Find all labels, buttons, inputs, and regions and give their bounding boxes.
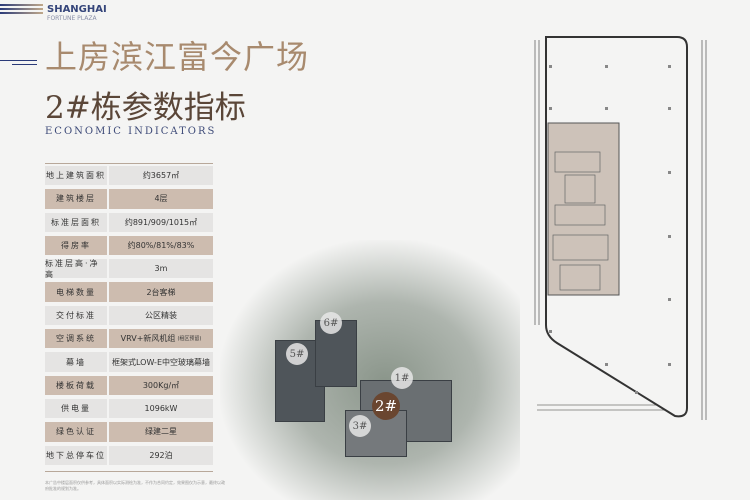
row-value: 约891/909/1015㎡	[124, 217, 198, 227]
row-value: 公区精装	[145, 310, 177, 320]
page-title: 上房滨江富今广场	[45, 38, 310, 76]
decor-line	[0, 12, 43, 14]
row-label: 供电量	[45, 398, 107, 419]
row-value-cell: 3m	[109, 259, 213, 279]
row-label: 标准层面积	[45, 212, 107, 232]
row-value: 约3657㎡	[142, 171, 180, 181]
floor-plan	[534, 36, 707, 420]
building-3-tag: 3#	[349, 415, 371, 437]
row-value: 2台客梯	[146, 287, 176, 297]
table-row: 楼板荷载 300Kg/㎡	[45, 375, 213, 395]
row-value-cell: 约3657㎡	[109, 166, 213, 186]
brand-name: SHANGHAI	[47, 4, 107, 15]
row-value-cell: 约891/909/1015㎡	[109, 212, 213, 232]
row-value-cell: 2台客梯	[109, 282, 213, 302]
row-label: 交付标准	[45, 305, 107, 326]
row-label: 建筑楼层	[45, 189, 107, 209]
row-value-cell: 292泊	[109, 445, 213, 465]
building-5-tag: 5#	[286, 343, 308, 365]
row-label: 楼板荷载	[45, 375, 107, 395]
row-value: 绿建二星	[145, 427, 177, 437]
building-1-tag: 1#	[391, 367, 413, 389]
building-2-tag: 2#	[372, 392, 400, 420]
table-row: 幕墙框架式LOW-E中空玻璃幕墙	[45, 352, 213, 372]
row-value: 3m	[154, 264, 168, 274]
table-row: 建筑楼层 4层	[45, 189, 213, 209]
row-value: 约80%/81%/83%	[127, 241, 195, 251]
row-value-cell: 框架式LOW-E中空玻璃幕墙	[109, 352, 213, 372]
decor-line	[0, 60, 37, 61]
row-value-cell: 4层	[109, 189, 213, 209]
footnote: 本广告中楼层面积仅供参考，具体面积以实际测绘为准，不作为合同约定，效果图仅为示意…	[45, 480, 225, 491]
row-value: 292泊	[149, 450, 173, 460]
page-subtitle: 2#栋参数指标	[45, 90, 246, 126]
row-value-cell: 约80%/81%/83%	[109, 235, 213, 256]
row-note: (租区预留)	[177, 336, 202, 343]
row-value: 1096kW	[144, 404, 178, 414]
divider	[45, 163, 213, 164]
table-row: 标准层面积 约891/909/1015㎡	[45, 212, 213, 232]
table-row: 得房率 约80%/81%/83%	[45, 235, 213, 256]
brand-subname: FORTUNE PLAZA	[47, 15, 97, 22]
row-label: 标准层高·净高	[45, 259, 107, 279]
row-value-cell: VRV+新风机组(租区预留)	[109, 329, 213, 349]
row-label: 得房率	[45, 235, 107, 256]
row-value-cell: 1096kW	[109, 398, 213, 419]
decor-line	[12, 64, 37, 65]
decor-line	[0, 8, 43, 10]
table-row: 地上建筑面积 约3657㎡	[45, 166, 213, 186]
row-value: 300Kg/㎡	[142, 380, 180, 390]
table-row: 电梯数量 2台客梯	[45, 282, 213, 302]
table-row: 绿色认证 绿建二星	[45, 422, 213, 442]
section-label: ECONOMIC INDICATORS	[45, 126, 217, 137]
row-value: VRV+新风机组	[120, 334, 176, 344]
table-row: 地下总停车位 292泊	[45, 445, 213, 465]
row-value-cell: 300Kg/㎡	[109, 375, 213, 395]
row-label: 地上建筑面积	[45, 166, 107, 186]
row-label: 空调系统	[45, 329, 107, 349]
row-label: 地下总停车位	[45, 445, 107, 465]
row-value-cell: 绿建二星	[109, 422, 213, 442]
row-label: 幕墙	[45, 352, 107, 372]
table-row: 交付标准 公区精装	[45, 305, 213, 326]
building-6-tag: 6#	[320, 312, 342, 334]
row-value: 框架式LOW-E中空玻璃幕墙	[112, 357, 210, 367]
aerial-rendering: 5# 6# 1# 2# 3#	[220, 240, 520, 500]
row-value: 4层	[154, 194, 168, 204]
table-row: 供电量 1096kW	[45, 398, 213, 419]
row-label: 电梯数量	[45, 282, 107, 302]
decor-line	[0, 4, 43, 6]
row-value-cell: 公区精装	[109, 305, 213, 326]
table-row: 标准层高·净高 3m	[45, 259, 213, 279]
divider	[45, 471, 213, 472]
row-label: 绿色认证	[45, 422, 107, 442]
